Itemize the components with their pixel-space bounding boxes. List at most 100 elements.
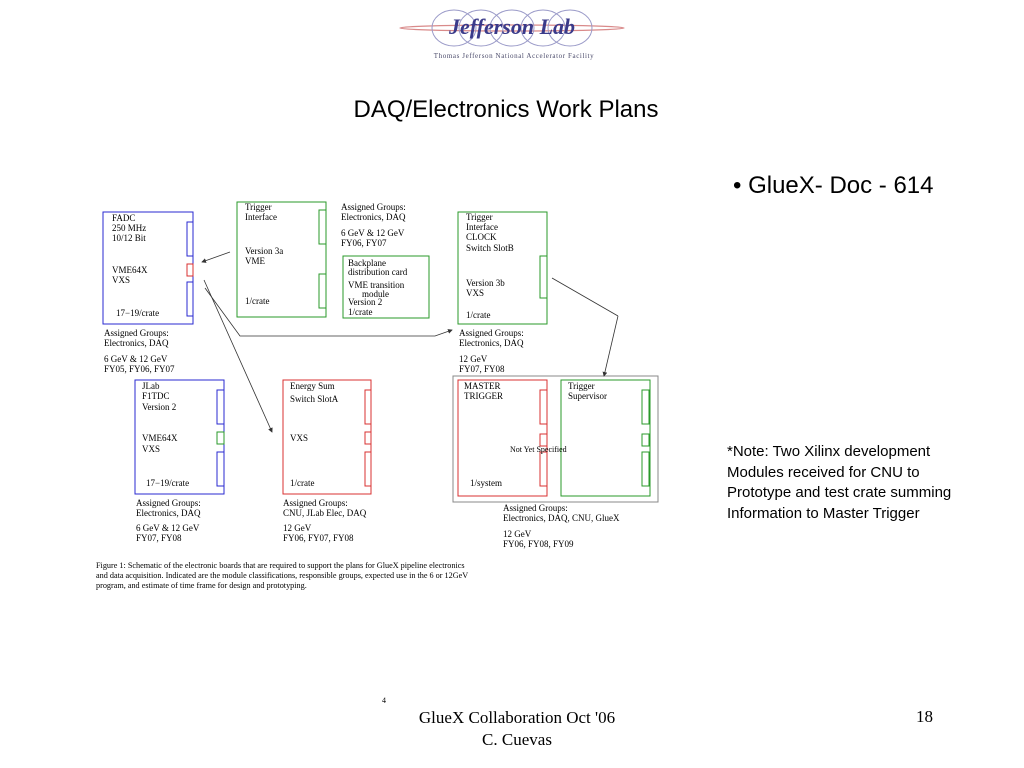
diagram-label: FY06, FY08, FY09 [503, 539, 574, 549]
master-trigger-system: MASTER TRIGGER 1/system Trigger Supervis… [452, 375, 659, 503]
diagram-label: VME [245, 256, 266, 266]
diagram-label: Assigned Groups: [503, 503, 568, 513]
diagram-label: module [362, 289, 389, 299]
note-line: *Note: Two Xilinx development [727, 443, 931, 460]
diagram-label: program, and estimate of time frame for … [96, 581, 307, 590]
diagram-label: 12 GeV [283, 523, 312, 533]
footnote-marker: 4 [382, 696, 386, 705]
fadc-line: 250 MHz [112, 223, 146, 233]
diagram-label: Assigned Groups: [459, 328, 524, 338]
diagram-label: 1/crate [466, 310, 490, 320]
diagram-label: TRIGGER [464, 391, 503, 401]
diagram-label: FY06, FY07 [341, 238, 387, 248]
diagram-label: Switch SlotB [466, 243, 514, 253]
diagram-label: Trigger [245, 202, 272, 212]
diagram-label: VME64X [142, 433, 178, 443]
electronics-schematic-diagram: FADC 250 MHz 10/12 Bit VME64X VXS 17−19/… [96, 201, 659, 590]
diagram-label: 1/crate [245, 296, 269, 306]
fadc-module: FADC 250 MHz 10/12 Bit VME64X VXS 17−19/… [102, 211, 194, 325]
diagram-label: Interface [245, 212, 277, 222]
diagram-label: 6 GeV & 12 GeV [341, 228, 405, 238]
note-line: Modules received for CNU to [727, 463, 920, 481]
diagram-label: Electronics, DAQ [104, 338, 169, 348]
f1tdc-module: JLab F1TDC Version 2 VME64X VXS 17−19/cr… [134, 379, 225, 495]
trigger-interface-3a-module: Trigger Interface Version 3a VME 1/crate [236, 201, 327, 318]
diagram-label: Switch SlotA [290, 394, 339, 404]
diagram-label: VXS [290, 433, 308, 443]
diagram-label: Supervisor [568, 391, 607, 401]
slide-title: DAQ/Electronics Work Plans [353, 96, 659, 123]
diagram-label: Electronics, DAQ, CNU, GlueX [503, 513, 620, 523]
diagram-label: VXS [466, 288, 484, 298]
diagram-label: 12 GeV [503, 529, 532, 539]
fadc-groups: Assigned Groups: Electronics, DAQ 6 GeV … [104, 328, 175, 374]
ti3b-groups: Assigned Groups: Electronics, DAQ 12 GeV… [459, 328, 524, 374]
diagram-label: 1/crate [290, 478, 314, 488]
diagram-label: Electronics, DAQ [341, 212, 406, 222]
diagram-label: Energy Sum [290, 381, 335, 391]
diagram-label: Assigned Groups: [136, 498, 201, 508]
diagram-label: Version 3b [466, 278, 505, 288]
trigger-interface-3b-module: Trigger Interface CLOCK Switch SlotB Ver… [457, 211, 548, 325]
diagram-label: Assigned Groups: [104, 328, 169, 338]
diagram-label: Electronics, DAQ [459, 338, 524, 348]
diagram-label: FY06, FY07, FY08 [283, 533, 354, 543]
diagram-label: 6 GeV & 12 GeV [104, 354, 168, 364]
fadc-line: FADC [112, 213, 135, 223]
fadc-line: 10/12 Bit [112, 233, 146, 243]
backplane-distribution-module: Backplane distribution card VME transiti… [342, 255, 430, 319]
esum-groups: Assigned Groups: CNU, JLab Elec, DAQ 12 … [283, 498, 367, 543]
footer-line2: C. Cuevas [482, 730, 552, 749]
tdc-groups: Assigned Groups: Electronics, DAQ 6 GeV … [136, 498, 201, 543]
diagram-label: CNU, JLab Elec, DAQ [283, 508, 367, 518]
diagram-label: Trigger [568, 381, 595, 391]
jefferson-lab-logo: Jefferson Lab [399, 9, 625, 47]
note-line: Information to Master Trigger [727, 504, 920, 522]
diagram-label: JLab [142, 381, 160, 391]
fadc-line: VXS [112, 275, 130, 285]
energy-sum-module: Energy Sum Switch SlotA VXS 1/crate [282, 379, 372, 495]
diagram-label: FY05, FY06, FY07 [104, 364, 175, 374]
diagram-label: MASTER [464, 381, 501, 391]
diagram-label: 12 GeV [459, 354, 488, 364]
note-text: *Note: Two Xilinx development Modules re… [727, 442, 1017, 524]
diagram-label: Version 3a [245, 246, 283, 256]
diagram-label: Interface [466, 222, 498, 232]
figure-caption: Figure 1: Schematic of the electronic bo… [96, 561, 468, 590]
note-line: Prototype and test crate summing [727, 484, 952, 501]
connection-arrows [201, 251, 619, 433]
footer-line1: GlueX Collaboration Oct '06 [418, 708, 616, 727]
diagram-label: 6 GeV & 12 GeV [136, 523, 200, 533]
diagram-label: Figure 1: Schematic of the electronic bo… [96, 561, 465, 570]
fadc-line: 17−19/crate [116, 308, 159, 318]
bullet-text: GlueX- Doc - 614 [748, 172, 934, 199]
diagram-label: Backplane [348, 258, 386, 268]
mt-groups: Assigned Groups: Electronics, DAQ, CNU, … [503, 503, 620, 549]
diagram-label: FY07, FY08 [459, 364, 505, 374]
diagram-label: FY07, FY08 [136, 533, 182, 543]
diagram-label: Version 2 [142, 402, 176, 412]
diagram-label: VME transition [348, 280, 405, 290]
logo-subtitle: Thomas Jefferson National Accelerator Fa… [433, 52, 595, 60]
diagram-label: distribution card [348, 267, 408, 277]
diagram-label: F1TDC [142, 391, 170, 401]
not-specified-label: Not Yet Specified [510, 445, 567, 454]
diagram-label: 1/crate [348, 307, 372, 317]
diagram-label: Assigned Groups: [341, 202, 406, 212]
logo-wordmark: Jefferson Lab [448, 14, 575, 39]
footer-center: GlueX Collaboration Oct '06 C. Cuevas [382, 707, 652, 751]
diagram-label: and data acquisition. Indicated are the … [96, 571, 468, 580]
ti3a-groups: Assigned Groups: Electronics, DAQ 6 GeV … [341, 202, 406, 248]
bullet-item: • GlueX- Doc - 614 [733, 172, 934, 200]
diagram-label: Version 2 [348, 297, 382, 307]
bullet-dot: • [733, 172, 749, 199]
diagram-label: Trigger [466, 212, 493, 222]
diagram-label: 17−19/crate [146, 478, 189, 488]
fadc-line: VME64X [112, 265, 148, 275]
diagram-label: VXS [142, 444, 160, 454]
diagram-label: 1/system [470, 478, 502, 488]
diagram-label: CLOCK [466, 232, 497, 242]
diagram-label: Electronics, DAQ [136, 508, 201, 518]
diagram-label: Assigned Groups: [283, 498, 348, 508]
page-number: 18 [916, 707, 933, 726]
